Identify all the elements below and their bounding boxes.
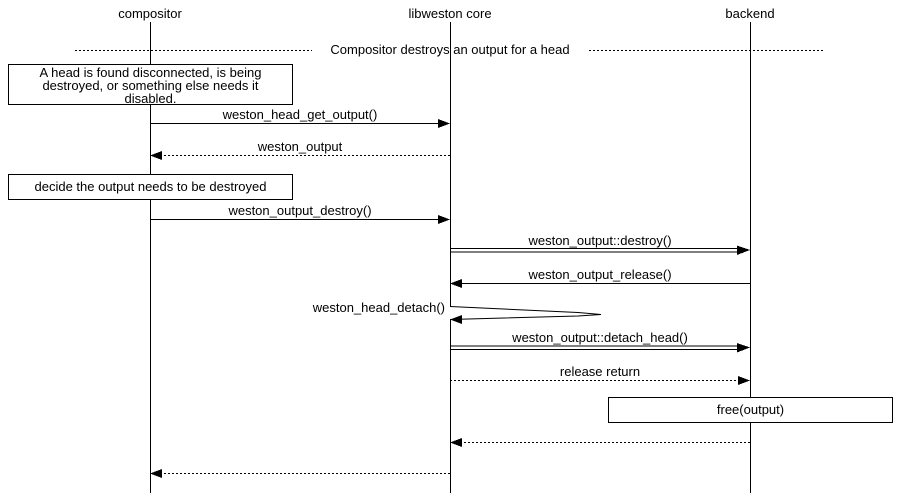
arrowhead-left-icon bbox=[450, 279, 462, 288]
note-line: disabled. bbox=[124, 91, 177, 106]
actor-title-libweston-core: libweston core bbox=[408, 6, 492, 21]
action-box-free-output: free(output) bbox=[608, 397, 893, 423]
message-line-weston-output-destroy bbox=[150, 215, 450, 224]
message-label-weston-head-detach: weston_head_detach() bbox=[312, 300, 445, 315]
message-line-weston-output-method-detach-head bbox=[450, 343, 750, 353]
message-line-weston-output-return bbox=[150, 151, 450, 160]
note-line: destroyed, or something else needs it bbox=[42, 78, 259, 93]
message-line-return-backend-to-core bbox=[450, 438, 750, 447]
message-label-weston-output-method-detach-head: weston_output::detach_head() bbox=[512, 330, 688, 345]
message-label-weston-head-get-output: weston_head_get_output() bbox=[222, 107, 378, 122]
message-label-weston-output-destroy: weston_output_destroy() bbox=[228, 203, 372, 218]
arrowhead-right-icon bbox=[737, 245, 750, 255]
arrowhead-left-icon bbox=[150, 151, 162, 160]
arrowhead-right-icon bbox=[737, 343, 750, 353]
message-line-return-core-to-compositor bbox=[150, 469, 450, 478]
message-line-release-return bbox=[450, 376, 750, 385]
arrowhead-right-icon bbox=[438, 215, 450, 224]
divider-title: Compositor destroys an output for a head bbox=[330, 42, 570, 57]
arrowhead-right-icon bbox=[438, 119, 450, 128]
arrowhead-left-icon bbox=[450, 315, 462, 324]
note-decide-destroy: decide the output needs to be destroyed bbox=[8, 174, 293, 200]
arrowhead-right-icon bbox=[738, 376, 750, 385]
arrowhead-left-icon bbox=[150, 469, 162, 478]
message-line-weston-output-method-destroy bbox=[450, 245, 750, 255]
arrowhead-left-icon bbox=[450, 438, 462, 447]
note-line: A head is found disconnected, is being bbox=[39, 65, 262, 80]
message-label-release-return: release return bbox=[559, 364, 641, 379]
message-label-weston-output-return: weston_output bbox=[257, 139, 343, 154]
message-line-weston-head-detach-self bbox=[449, 306, 602, 324]
message-line-weston-output-release bbox=[450, 279, 750, 288]
actor-title-compositor: compositor bbox=[118, 6, 182, 21]
message-line-weston-head-get-output bbox=[150, 119, 450, 128]
actor-title-backend: backend bbox=[725, 6, 775, 21]
note-head-disconnected: A head is found disconnected, is being d… bbox=[8, 64, 293, 105]
message-label-weston-output-release: weston_output_release() bbox=[528, 267, 672, 282]
message-label-weston-output-method-destroy: weston_output::destroy() bbox=[528, 233, 672, 248]
